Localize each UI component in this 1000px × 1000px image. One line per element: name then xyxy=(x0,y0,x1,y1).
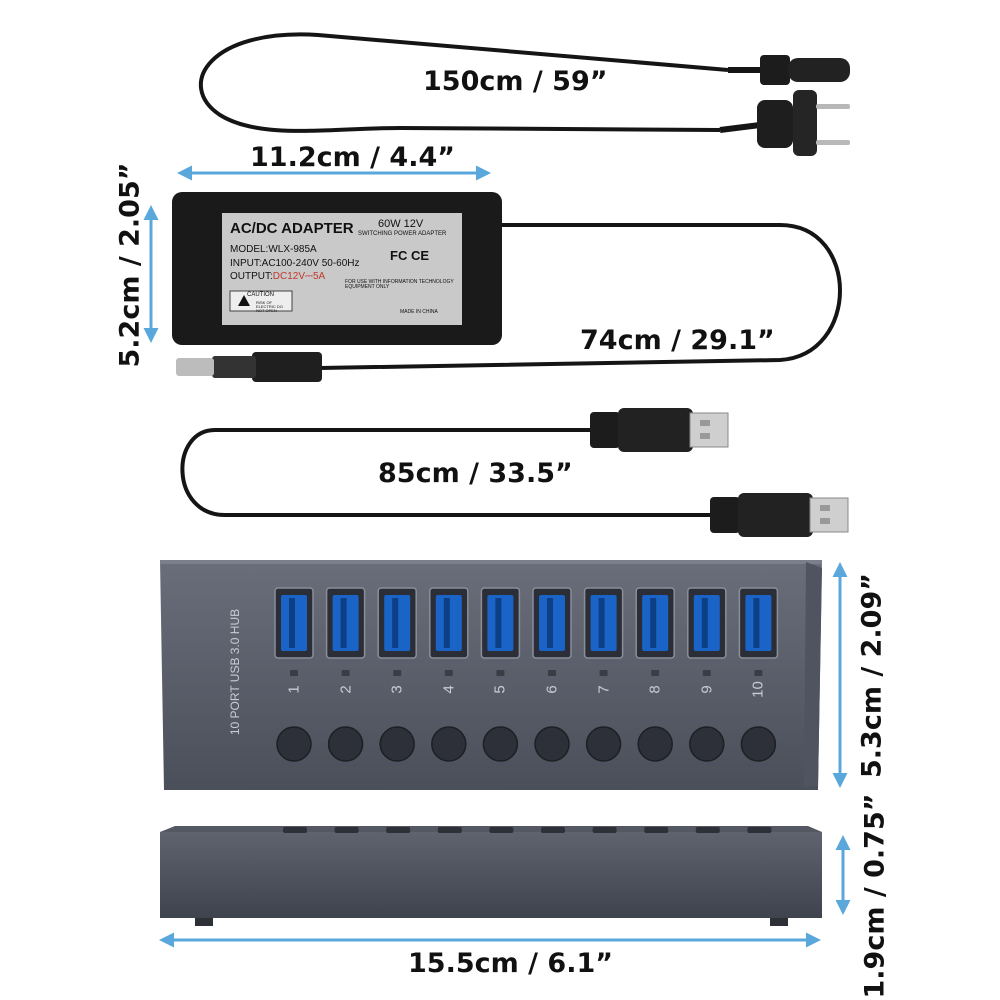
port-number-9: 9 xyxy=(698,685,716,694)
adapter-model: MODEL:WLX-985A xyxy=(230,244,317,255)
port-switch-button-1 xyxy=(276,726,312,762)
adapter-brand: AC/DC ADAPTER xyxy=(230,220,354,237)
side-button-4 xyxy=(437,827,462,833)
adapter-certs: FC CE xyxy=(390,248,429,263)
port-number-1: 1 xyxy=(285,685,303,694)
side-button-9 xyxy=(695,827,720,833)
usb-port-2 xyxy=(325,587,366,659)
side-button-3 xyxy=(386,827,411,833)
side-button-5 xyxy=(489,827,514,833)
usb-port-7 xyxy=(583,587,624,659)
usb-port-10 xyxy=(738,587,779,659)
usb-port-5 xyxy=(480,587,521,659)
port-number-7: 7 xyxy=(595,685,613,694)
port-led-9 xyxy=(702,670,711,676)
adapter-warning: RISK OF ELECTRIC DO NOT OPEN xyxy=(256,300,283,313)
usb-port-9 xyxy=(687,587,727,659)
hub-width: 15.5cm / 6.1” xyxy=(408,948,613,979)
side-button-7 xyxy=(592,827,617,833)
port-number-8: 8 xyxy=(646,685,664,694)
port-switch-button-7 xyxy=(585,726,622,762)
adapter-output-value: DC12V⎓5A xyxy=(272,271,326,282)
ac-power-cord xyxy=(199,32,850,156)
side-button-10 xyxy=(747,827,772,833)
usb-hub-side xyxy=(160,826,822,926)
port-led-1 xyxy=(290,670,298,676)
ac-cable-length: 150cm / 59” xyxy=(423,66,608,97)
port-switch-button-3 xyxy=(379,726,415,762)
usb-port-1 xyxy=(274,587,314,659)
side-button-8 xyxy=(644,827,669,833)
adapter-height: 5.2cm / 2.05” xyxy=(114,162,146,368)
port-led-7 xyxy=(599,670,608,676)
hub-height: 5.3cm / 2.09” xyxy=(856,573,888,778)
usb-hub-front xyxy=(160,560,822,790)
hub-depth: 1.9cm / 0.75” xyxy=(859,793,891,999)
port-number-6: 6 xyxy=(543,685,561,694)
port-led-4 xyxy=(444,670,453,676)
side-button-6 xyxy=(541,827,565,833)
adapter-rating: 60W 12V xyxy=(378,218,424,230)
port-switch-button-5 xyxy=(482,726,519,762)
port-number-3: 3 xyxy=(388,685,406,694)
port-switch-button-6 xyxy=(534,726,570,762)
adapter-input: INPUT:AC100-240V 50-60Hz xyxy=(230,258,360,269)
port-led-5 xyxy=(496,670,505,676)
port-number-10: 10 xyxy=(749,681,767,698)
port-led-2 xyxy=(341,670,350,676)
port-number-2: 2 xyxy=(337,685,355,694)
adapter-output-prefix: OUTPUT: xyxy=(230,271,273,282)
adapter-output: OUTPUT:DC12V⎓5A xyxy=(230,272,325,282)
dc-cable-length: 74cm / 29.1” xyxy=(580,325,775,356)
power-adapter xyxy=(172,192,842,382)
dimension-arrows xyxy=(143,165,851,948)
usb-port-3 xyxy=(377,587,417,659)
side-button-2 xyxy=(334,827,359,833)
usb-cable xyxy=(180,408,849,537)
port-led-8 xyxy=(651,670,660,676)
usb-port-8 xyxy=(635,587,675,659)
adapter-fine-print: FOR USE WITH INFORMATION TECHNOLOGY EQUI… xyxy=(345,279,454,290)
port-switch-button-10 xyxy=(740,726,777,762)
adapter-width: 11.2cm / 4.4” xyxy=(250,142,455,173)
usb-port-6 xyxy=(532,587,572,659)
port-switch-button-9 xyxy=(689,726,725,762)
port-switch-button-2 xyxy=(327,726,364,762)
hub-model-label: 10 PORT USB 3.0 HUB xyxy=(228,608,242,736)
port-number-5: 5 xyxy=(491,685,509,694)
port-switch-button-4 xyxy=(431,726,467,762)
usb-port-4 xyxy=(429,587,469,659)
side-button-1 xyxy=(283,827,307,833)
adapter-origin: MADE IN CHINA xyxy=(400,309,438,315)
adapter-type: SWITCHING POWER ADAPTER xyxy=(358,231,447,237)
port-number-4: 4 xyxy=(440,685,458,694)
port-led-6 xyxy=(548,670,556,676)
adapter-caution: CAUTION xyxy=(247,292,274,298)
port-led-3 xyxy=(393,670,402,676)
usb-cable-length: 85cm / 33.5” xyxy=(378,458,573,489)
port-switch-button-8 xyxy=(637,726,673,762)
port-led-10 xyxy=(754,670,763,676)
